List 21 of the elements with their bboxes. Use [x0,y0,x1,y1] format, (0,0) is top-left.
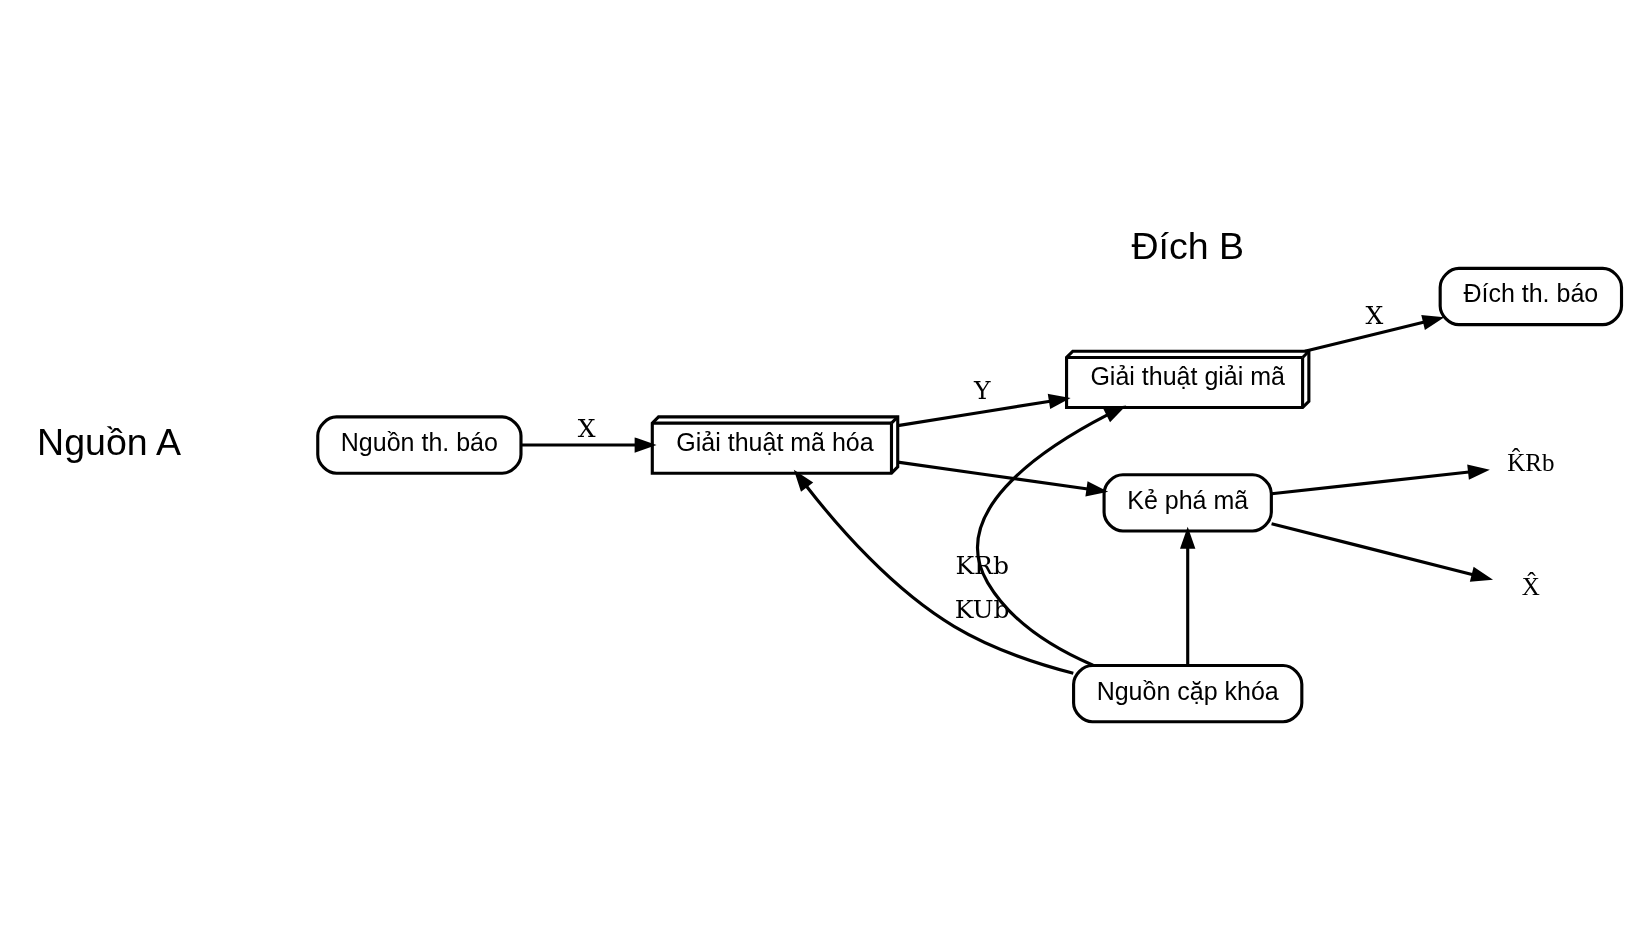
edge-label: Y [973,375,991,405]
label: Nguồn A [37,420,181,463]
arrow [1304,314,1445,353]
node-box: Nguồn th. báo [316,414,523,475]
node-box: Kẻ phá mã [1102,472,1273,533]
node-text: K̂Rb [1507,448,1555,476]
arrow [1271,464,1490,495]
arrow [521,436,657,453]
arrow [897,460,1109,496]
node-box: Đích th. báo [1438,266,1624,326]
edge-label: KUb [954,594,1010,624]
arrow [897,393,1071,427]
edge-label: X [577,413,596,443]
arrow [793,469,1074,675]
label: Đích B [1131,224,1244,267]
edge-label: X [1365,300,1384,330]
node-text: X̂ [1521,572,1540,600]
arrow [1271,521,1493,582]
arrow [976,404,1127,667]
node-box: Nguồn cặp khóa [1072,663,1304,723]
arrow [1180,526,1196,665]
